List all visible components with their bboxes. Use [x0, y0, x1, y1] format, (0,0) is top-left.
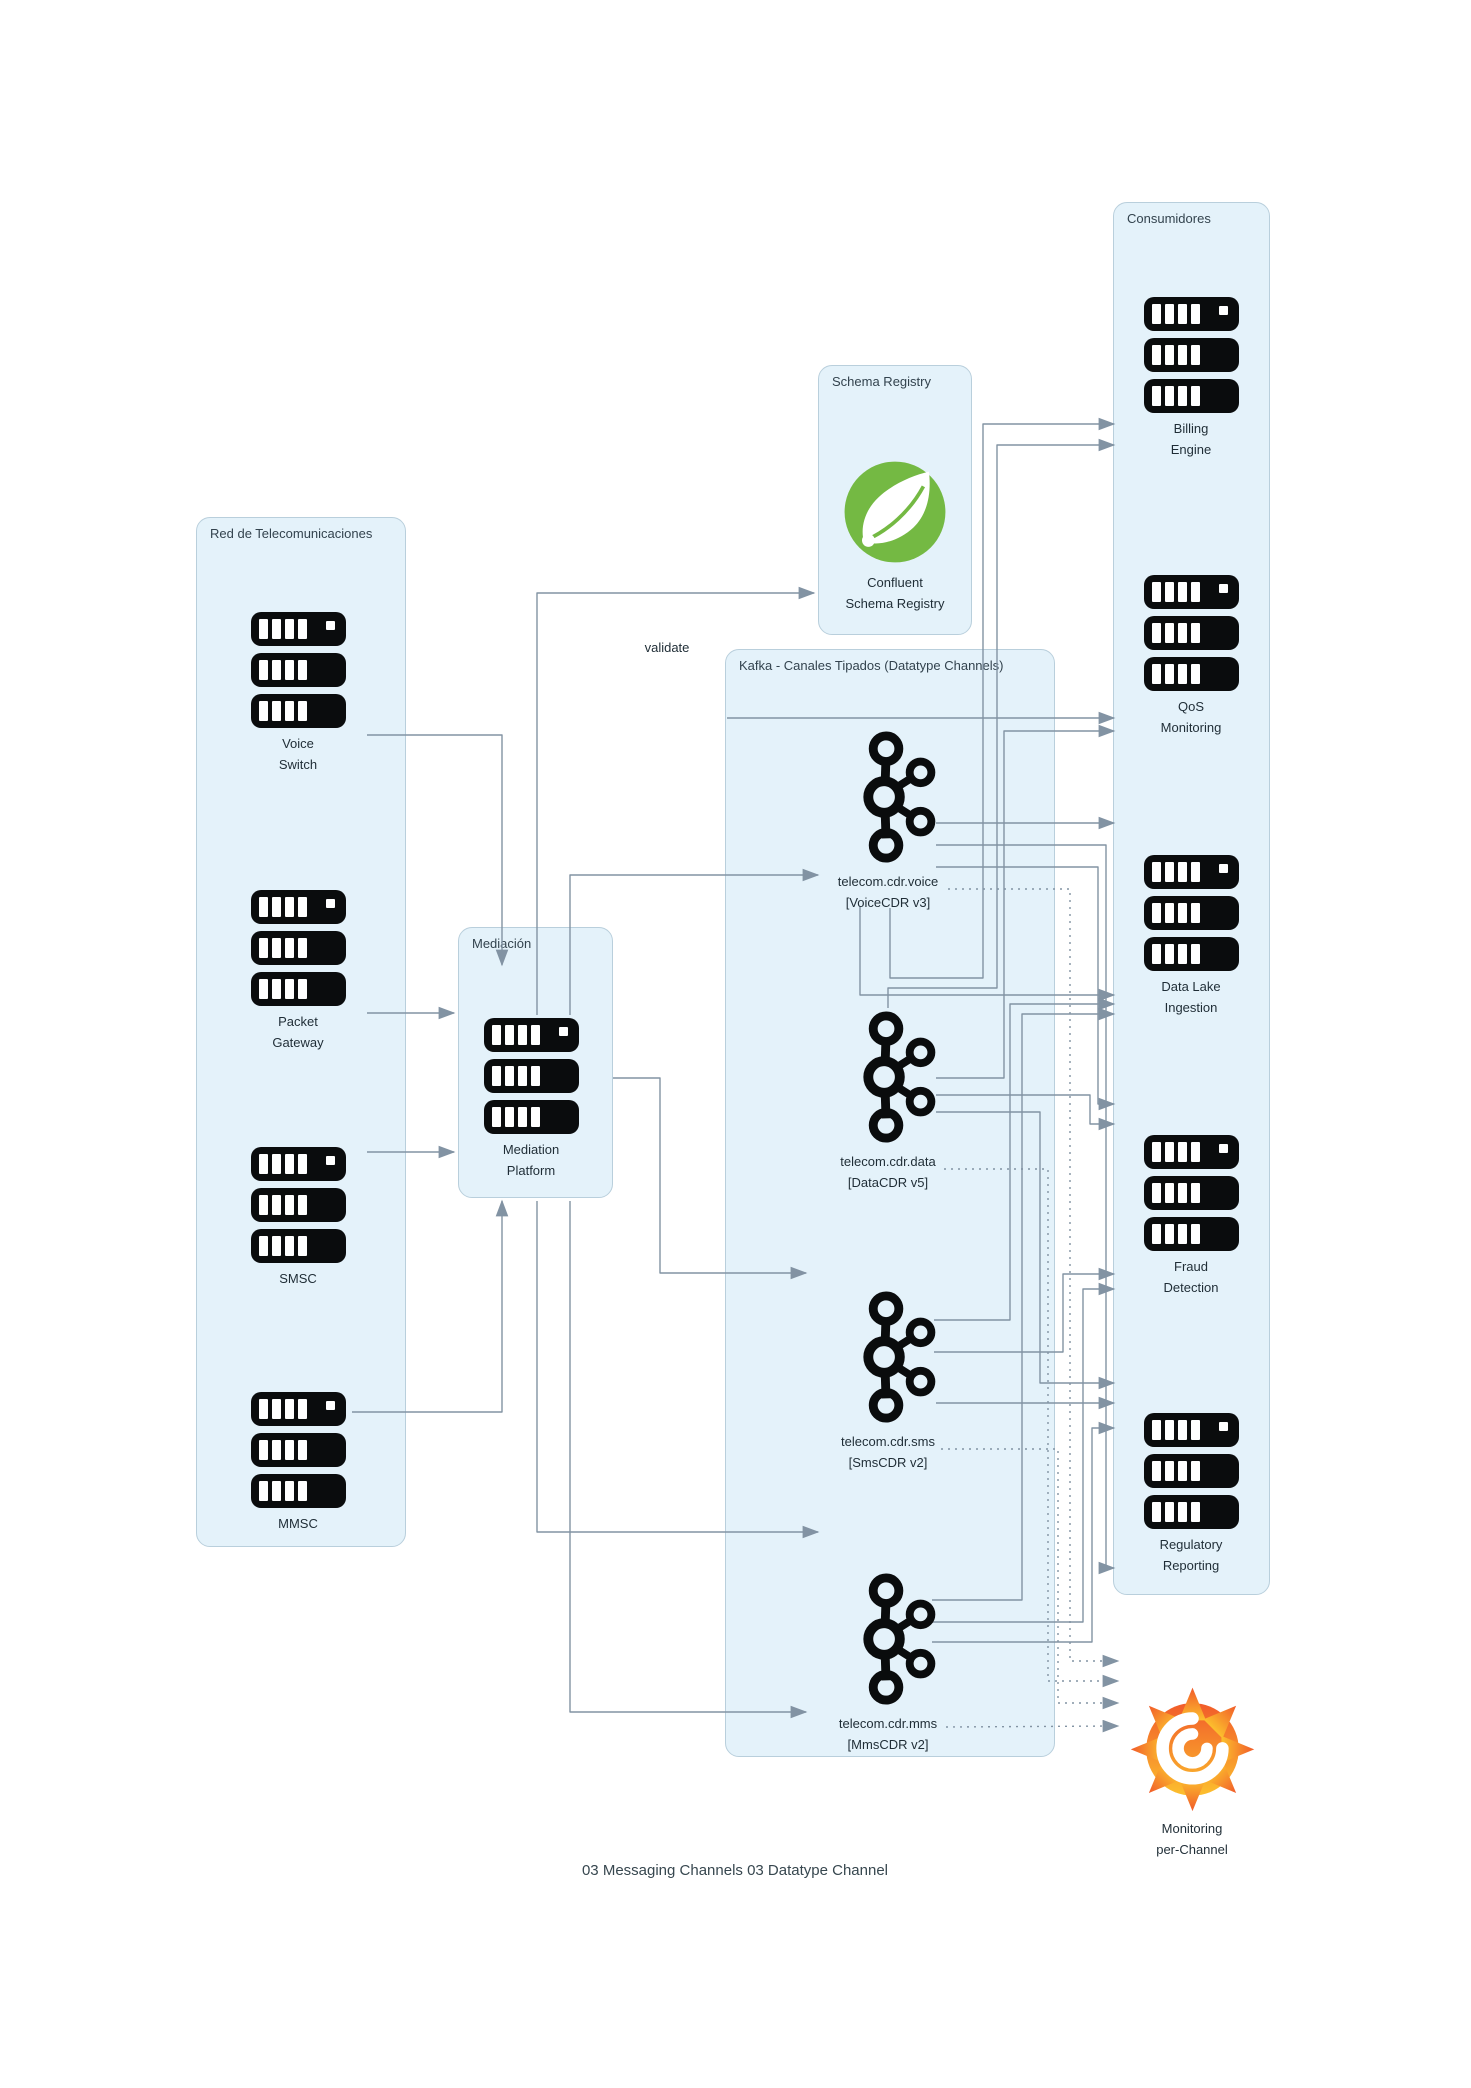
- edge-ch-mms-to-fraud: [932, 1282, 1116, 1623]
- group-title-red-telecom: Red de Telecomunicaciones: [210, 526, 373, 541]
- edge-ch-sms-to-grafana: [941, 1448, 1120, 1710]
- edge-mediation-to-ch-sms: [536, 1201, 820, 1539]
- node-label: telecom.cdr.voice[VoiceCDR v3]: [837, 874, 939, 910]
- node-mmsc: MMSC: [228, 1392, 368, 1534]
- edge-ch-voice-to-billing: [889, 417, 1116, 979]
- server-rack-icon: [1143, 575, 1239, 691]
- edge-ch-data-to-qos: [936, 724, 1116, 1079]
- server-rack-icon: [1143, 855, 1239, 971]
- edge-ch-data-to-grafana: [944, 1168, 1120, 1688]
- edge-ch-sms-to-data-lake: [934, 997, 1116, 1321]
- node-smsc: SMSC: [228, 1147, 368, 1289]
- node-label: telecom.cdr.sms[SmsCDR v2]: [841, 1434, 935, 1470]
- edge-mmsc-to-mediation: [352, 1199, 509, 1413]
- server-rack-icon: [250, 1147, 346, 1263]
- kafka-icon: [838, 1570, 938, 1708]
- kafka-icon: [838, 1288, 938, 1426]
- group-title-consumidores: Consumidores: [1127, 211, 1211, 226]
- server-rack-icon: [250, 612, 346, 728]
- group-title-kafka-channels: Kafka - Canales Tipados (Datatype Channe…: [739, 658, 1004, 673]
- edge-ch-mms-to-grafana: [945, 1719, 1120, 1733]
- edge-ch-mms-to-regulatory: [932, 1421, 1116, 1643]
- node-channel-voice: telecom.cdr.voice[VoiceCDR v3]: [818, 728, 958, 913]
- server-rack-icon: [1143, 297, 1239, 413]
- edge-voice-switch-to-mediation: [367, 734, 509, 967]
- server-rack-icon: [483, 1018, 579, 1134]
- group-title-schema-registry: Schema Registry: [832, 374, 931, 389]
- edge-ch-voice-to-fraud: [936, 866, 1116, 1111]
- edge-ch-data-to-fraud: [936, 1094, 1116, 1131]
- node-channel-mms: telecom.cdr.mms[MmsCDR v2]: [818, 1570, 958, 1755]
- spring-leaf-icon: [844, 461, 946, 563]
- kafka-icon: [838, 1008, 938, 1146]
- edge-mediation-to-schema-registry: [536, 586, 816, 1015]
- node-label: telecom.cdr.data[DataCDR v5]: [840, 1154, 936, 1190]
- node-channel-data: telecom.cdr.data[DataCDR v5]: [818, 1008, 958, 1193]
- node-label: MMSC: [278, 1516, 318, 1531]
- group-mediacion: Mediación: [458, 927, 613, 1198]
- node-label: SMSC: [279, 1271, 317, 1286]
- group-red-telecom: Red de Telecomunicaciones: [196, 517, 406, 1547]
- edge-mediation-to-ch-mms: [569, 1201, 808, 1719]
- edge-ch-voice-to-regulatory: [936, 844, 1116, 1575]
- edge-ch-voice-to-data-lake: [859, 906, 1116, 1002]
- server-rack-icon: [250, 1392, 346, 1508]
- diagram-caption: 03 Messaging Channels 03 Datatype Channe…: [581, 1862, 889, 1879]
- edge-label-validate: validate: [644, 640, 690, 655]
- server-rack-icon: [1143, 1135, 1239, 1251]
- edge-ch-voice-to-grafana: [948, 888, 1120, 1668]
- node-label: telecom.cdr.mms[MmsCDR v2]: [838, 1716, 938, 1752]
- edge-ch-sms-to-fraud: [934, 1267, 1116, 1353]
- edge-mediation-to-ch-voice: [569, 868, 820, 1015]
- edge-mediation-to-ch-data: [613, 1077, 808, 1280]
- edge-ch-data-to-regulatory: [936, 1111, 1116, 1390]
- node-channel-sms: telecom.cdr.sms[SmsCDR v2]: [818, 1288, 958, 1473]
- edge-ch-mms-to-data-lake: [932, 1007, 1116, 1601]
- server-rack-icon: [1143, 1413, 1239, 1529]
- grafana-icon: [1130, 1687, 1254, 1812]
- server-rack-icon: [250, 890, 346, 1006]
- kafka-icon: [838, 728, 938, 866]
